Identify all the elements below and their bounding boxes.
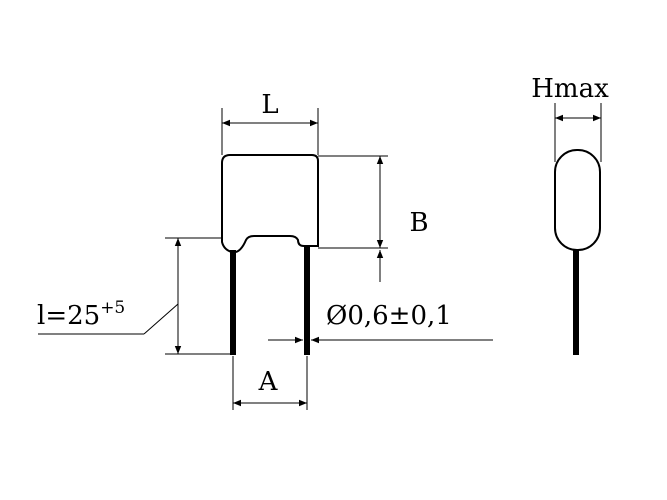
label-lead-length: l=25+5 — [37, 298, 125, 331]
label-a: A — [258, 367, 279, 397]
label-l: L — [261, 90, 278, 120]
label-hmax: Hmax — [531, 74, 609, 104]
label-lead-length-base: l=25 — [37, 301, 100, 331]
label-lead-diameter-symbol: Ø — [326, 301, 347, 331]
label-lead-diameter-value: 0,6±0,1 — [347, 301, 451, 331]
label-lead-diameter: Ø0,6±0,1 — [326, 301, 452, 331]
leader-line-lead-length-slant — [143, 303, 179, 335]
capacitor-body-side — [554, 149, 601, 251]
capacitor-body-front — [221, 154, 319, 254]
label-b: B — [409, 208, 428, 238]
label-lead-length-tolerance: +5 — [100, 298, 125, 318]
